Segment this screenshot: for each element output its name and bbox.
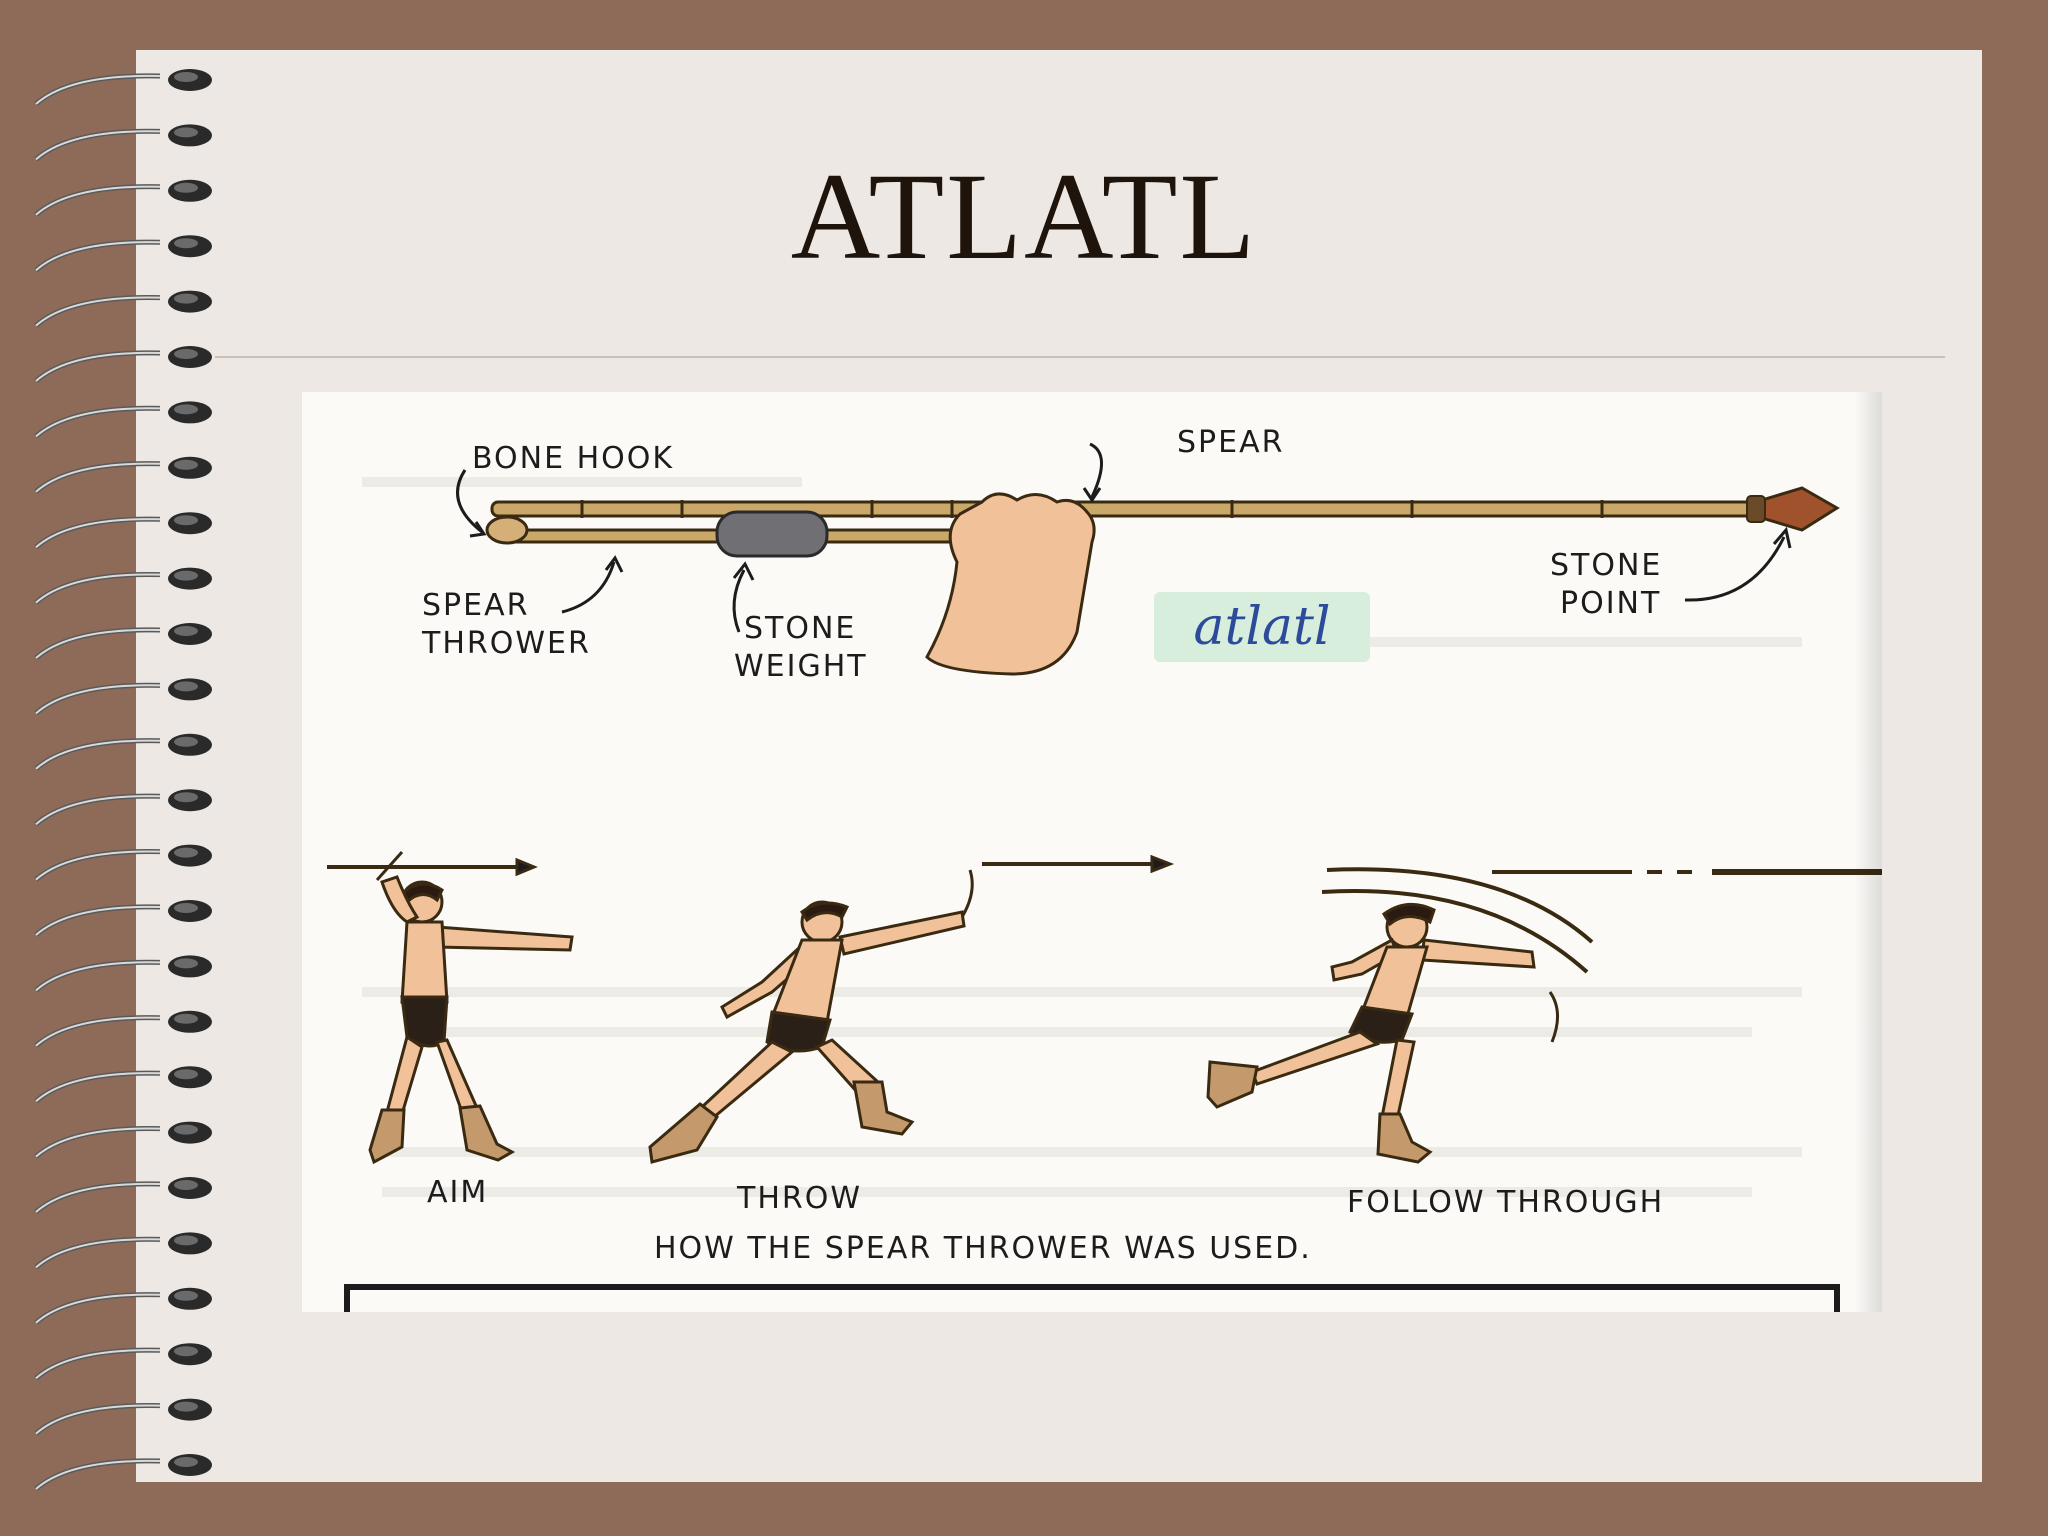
atlatl-illustration: BONE HOOK SPEAR SPEAR THROWER STONE WEIG…	[302, 392, 1882, 1312]
bleed-through	[362, 477, 1802, 1197]
label-stone-weight: STONE WEIGHT	[734, 610, 868, 685]
bone-hook	[485, 515, 529, 545]
follow-through-figure	[1206, 867, 1882, 1164]
illustration-drawing	[327, 442, 1882, 1312]
throw-figure	[648, 854, 1175, 1164]
label-stone-point-line2: POINT	[1560, 585, 1662, 621]
aim-figure	[327, 851, 574, 1165]
diagram-caption: HOW THE SPEAR THROWER WAS USED.	[654, 1231, 1312, 1266]
label-spear-thrower: SPEAR THROWER	[422, 587, 591, 662]
label-spear-thrower-line2: THROWER	[422, 625, 591, 661]
label-stone-point: STONE POINT	[1550, 547, 1662, 622]
spiral-binding	[34, 69, 212, 1491]
label-stone-weight-line2: WEIGHT	[734, 648, 868, 684]
hand	[925, 492, 1096, 676]
label-spear: SPEAR	[1177, 425, 1285, 460]
label-stone-point-line1: STONE	[1550, 548, 1663, 583]
stage-label-follow-through: FOLLOW THROUGH	[1347, 1185, 1665, 1220]
stone-weight	[715, 510, 829, 558]
label-spear-thrower-line1: SPEAR	[422, 588, 530, 623]
bottom-box	[344, 1284, 1840, 1312]
handwritten-atlatl: atlatl	[1154, 592, 1370, 662]
label-bone-hook: BONE HOOK	[472, 441, 675, 476]
label-stone-weight-line1: STONE	[744, 611, 857, 646]
stage-label-aim: AIM	[427, 1175, 489, 1210]
title-divider	[215, 356, 1945, 358]
page-edge-shadow	[1854, 392, 1882, 1312]
spear	[490, 486, 1840, 532]
label-arrows	[456, 442, 1792, 633]
stage-label-throw: THROW	[737, 1181, 863, 1216]
page-title: ATLATL	[790, 148, 1258, 285]
stone-point-tip	[1760, 486, 1840, 532]
